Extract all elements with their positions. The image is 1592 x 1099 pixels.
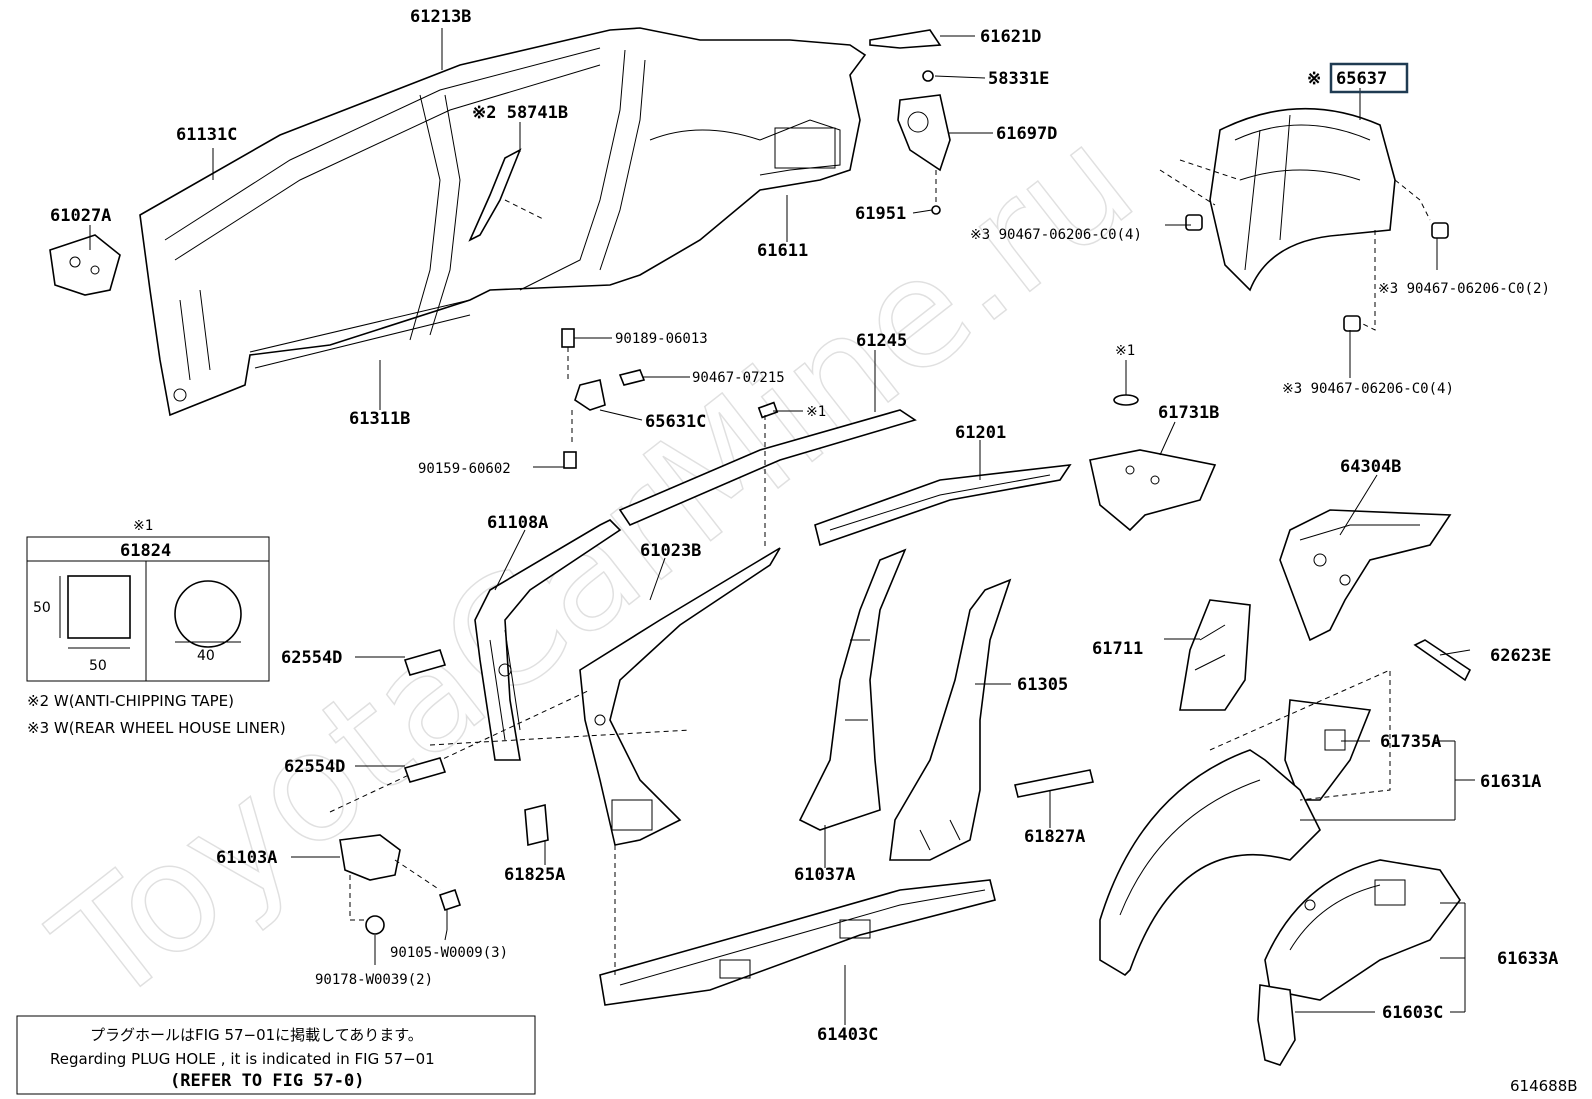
label-61131c: 61131C	[176, 125, 237, 145]
diagram-id: 614688B	[1510, 1077, 1578, 1095]
label-61037a: 61037A	[794, 865, 855, 885]
part-61023b-shape	[329, 547, 781, 846]
label-61023b: 61023B	[640, 541, 701, 561]
label-61951: 61951	[855, 204, 906, 224]
label-61027a: 61027A	[50, 206, 111, 226]
part-62623e-shape	[1413, 639, 1472, 682]
label-90467-06206-c0-4-upper: ※3 90467-06206-C0(4)	[970, 227, 1142, 243]
part-61103a-group	[339, 834, 462, 935]
label-61108a: 61108A	[487, 513, 548, 533]
label-90159-60602: 90159-60602	[418, 461, 511, 477]
label-61697d: 61697D	[996, 124, 1057, 144]
label-62554d-lower: 62554D	[284, 757, 345, 777]
square-patch	[67, 575, 131, 639]
part-61631a-shape	[1099, 669, 1391, 977]
label-90467-07215: 90467-07215	[692, 370, 785, 386]
label-61201: 61201	[955, 423, 1006, 443]
label-61711: 61711	[1092, 639, 1143, 659]
note-anti-chipping: ※2 W(ANTI-CHIPPING TAPE)	[27, 692, 234, 710]
label-note1-a: ※1	[806, 404, 826, 420]
label-65637-mark: ※	[1307, 69, 1321, 89]
part-61037a-shape	[798, 548, 907, 831]
label-64304b: 64304B	[1340, 457, 1401, 477]
label-61245: 61245	[856, 331, 907, 351]
inset-61824: ※1 61824 50 50 40	[26, 518, 270, 682]
label-61631a: 61631A	[1480, 772, 1541, 792]
inset-dim-width: 50	[89, 658, 107, 674]
label-61621d: 61621D	[980, 27, 1041, 47]
part-61108a-shape	[474, 519, 622, 761]
label-61633a: 61633A	[1497, 949, 1558, 969]
part-61027a-shape	[49, 234, 121, 296]
reference-line-jp: プラグホールはFIG 57−01に掲載してあります。	[90, 1026, 423, 1044]
part-61201-rail	[814, 464, 1072, 547]
part-61731b-shape	[1089, 394, 1217, 532]
label-62554d-upper: 62554D	[281, 648, 342, 668]
label-58331e: 58331E	[988, 69, 1049, 89]
label-65637[interactable]: 65637	[1336, 69, 1387, 89]
part-61711-shape	[1179, 599, 1251, 711]
fastener-group	[561, 328, 646, 469]
part-61603c-shape	[1257, 984, 1296, 1066]
highlight-box-65637	[1329, 62, 1409, 94]
label-61827a: 61827A	[1024, 827, 1085, 847]
part-61305-shape	[889, 578, 1012, 861]
label-90467-06206-c0-2: ※3 90467-06206-C0(2)	[1378, 281, 1550, 297]
label-61305: 61305	[1017, 675, 1068, 695]
leader-lines	[89, 28, 1475, 1025]
label-61403c: 61403C	[817, 1025, 878, 1045]
label-61825a: 61825A	[504, 865, 565, 885]
part-61825a-shape	[524, 803, 549, 847]
label-58741b: ※2 58741B	[472, 103, 568, 123]
label-61603c: 61603C	[1382, 1003, 1443, 1023]
label-note1-b: ※1	[1115, 343, 1135, 359]
inset-dim-diameter: 40	[197, 648, 215, 664]
body-side-outer-part	[139, 27, 867, 417]
reference-link[interactable]: (REFER TO FIG 57-0)	[170, 1071, 364, 1091]
part-61633a-shape	[1264, 859, 1461, 1001]
reference-line-en: Regarding PLUG HOLE , it is indicated in…	[50, 1050, 435, 1068]
part-62554d-b	[403, 757, 447, 783]
label-61611: 61611	[757, 241, 808, 261]
part-62554d-a	[403, 649, 447, 676]
part-65637-liner	[1159, 107, 1449, 332]
label-90467-06206-c0-4-lower: ※3 90467-06206-C0(4)	[1282, 381, 1454, 397]
label-61731b: 61731B	[1158, 403, 1219, 423]
round-patch	[174, 580, 242, 648]
note-wheel-house-liner: ※3 W(REAR WHEEL HOUSE LINER)	[27, 719, 286, 737]
label-61311b: 61311B	[349, 409, 410, 429]
inset-mark: ※1	[133, 518, 153, 534]
part-61245-rail	[618, 409, 917, 526]
part-64304b-shape	[1279, 509, 1452, 642]
label-90178-w0039: 90178-W0039(2)	[315, 972, 433, 988]
label-61735a: 61735A	[1380, 732, 1441, 752]
inset-dim-height: 50	[33, 600, 51, 616]
label-61213b: 61213B	[410, 7, 471, 27]
label-65631c: 65631C	[645, 412, 706, 432]
inset-part-number: 61824	[120, 541, 171, 561]
label-62623e: 62623E	[1490, 646, 1551, 666]
part-61827a-shape	[1014, 769, 1094, 798]
part-61697d-group	[869, 29, 951, 215]
reference-box[interactable]: プラグホールはFIG 57−01に掲載してあります。 Regarding PLU…	[16, 1015, 536, 1095]
label-90105-w0009: 90105-W0009(3)	[390, 945, 508, 961]
label-90189-06013: 90189-06013	[615, 331, 708, 347]
part-61403c-shape	[599, 845, 996, 1006]
label-61103a: 61103A	[216, 848, 277, 868]
